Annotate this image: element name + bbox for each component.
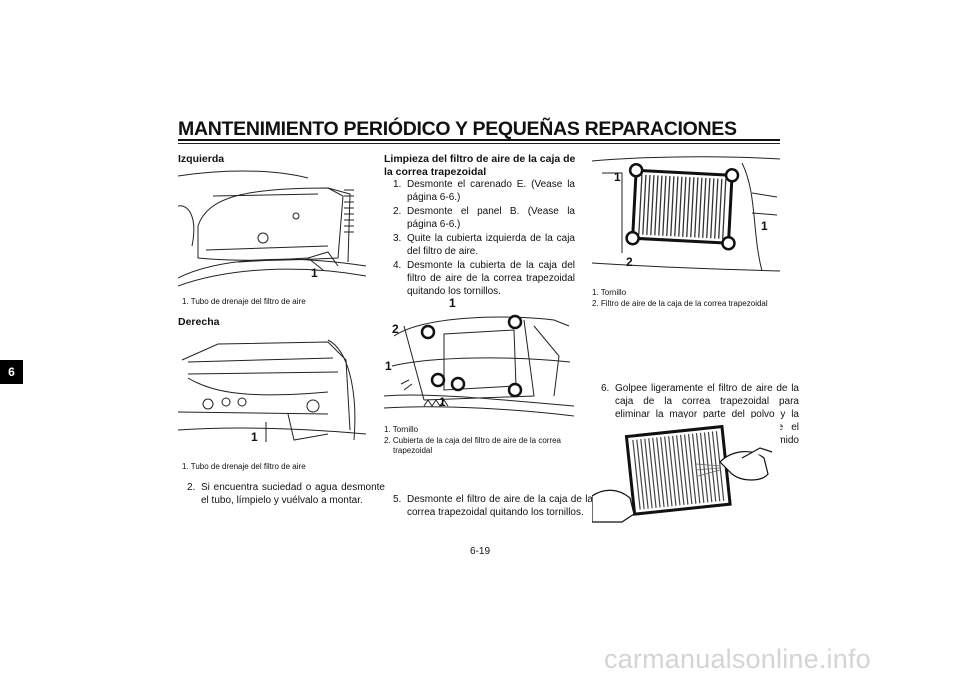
step-1-number: 1. bbox=[393, 179, 402, 190]
cover-callout-1-bottom: 1 bbox=[439, 395, 446, 409]
step-3: 3. Quite la cubierta izquierda de la caj… bbox=[389, 232, 575, 258]
belt-case-cover-illustration bbox=[384, 296, 574, 418]
step-2-number: 2. bbox=[187, 482, 196, 493]
compressed-air-illustration bbox=[592, 418, 780, 524]
step-5: 5. Desmonte el filtro de aire de la caja… bbox=[389, 493, 593, 519]
filter-caption-2: 2. Filtro de aire de la caja de la corre… bbox=[592, 299, 768, 308]
left-side-illustration bbox=[178, 166, 366, 290]
right-callout-1: 1 bbox=[251, 430, 258, 444]
chapter-tab: 6 bbox=[0, 360, 23, 384]
cover-callout-1-top: 1 bbox=[449, 296, 456, 310]
right-heading: Derecha bbox=[178, 316, 220, 328]
cover-callout-2: 2 bbox=[392, 322, 399, 336]
right-side-illustration bbox=[178, 330, 366, 452]
left-caption: 1. Tubo de drenaje del filtro de aire bbox=[182, 297, 306, 306]
title-rule-thin bbox=[178, 143, 780, 144]
step-6-number: 6. bbox=[601, 383, 610, 394]
step-4-number: 4. bbox=[393, 260, 402, 271]
step-2b-text: Desmonte el panel B. (Vease la página 6-… bbox=[407, 206, 575, 230]
step-4-text: Desmonte la cubierta de la caja del filt… bbox=[407, 260, 575, 297]
step-3-text: Quite la cubierta izquierda de la caja d… bbox=[407, 233, 575, 257]
cover-caption-2: 2. Cubierta de la caja del filtro de air… bbox=[384, 436, 561, 455]
filter-callout-1-right: 1 bbox=[761, 219, 768, 233]
steps-list: 1. Desmonte el carenado E. (Vease la pág… bbox=[389, 178, 575, 298]
watermark: carmanualsonline.info bbox=[604, 644, 871, 674]
cover-callout-1-left: 1 bbox=[385, 359, 392, 373]
air-filter-illustration bbox=[592, 153, 780, 277]
title-rule bbox=[178, 139, 780, 141]
step-1-text: Desmonte el carenado E. (Vease la página… bbox=[407, 179, 575, 203]
step-2b: 2. Desmonte el panel B. (Vease la página… bbox=[389, 205, 575, 231]
step-1: 1. Desmonte el carenado E. (Vease la pág… bbox=[389, 178, 575, 204]
cover-caption-1: 1. Tornillo bbox=[384, 425, 419, 434]
page-title: MANTENIMIENTO PERIÓDICO Y PEQUEÑAS REPAR… bbox=[178, 118, 737, 140]
filter-callout-1-top: 1 bbox=[614, 170, 621, 184]
filter-caption-1: 1. Tornillo bbox=[592, 288, 627, 297]
right-caption: 1. Tubo de drenaje del filtro de aire bbox=[182, 462, 306, 471]
filter-callout-2: 2 bbox=[626, 255, 633, 269]
step-5-text: Desmonte el filtro de aire de la caja de… bbox=[407, 494, 593, 518]
step-3-number: 3. bbox=[393, 233, 402, 244]
step-5-number: 5. bbox=[393, 494, 402, 505]
step-2: 2. Si encuentra suciedad o agua desmonte… bbox=[183, 481, 385, 507]
step-2-text: Si encuentra suciedad o agua desmonte el… bbox=[201, 482, 385, 506]
step-2b-number: 2. bbox=[393, 206, 402, 217]
section-heading: Limpieza del filtro de aire de la caja d… bbox=[384, 153, 576, 178]
left-heading: Izquierda bbox=[178, 153, 225, 165]
page-number: 6-19 bbox=[469, 546, 490, 557]
step-4: 4. Desmonte la cubierta de la caja del f… bbox=[389, 259, 575, 298]
left-callout-1: 1 bbox=[311, 266, 318, 280]
